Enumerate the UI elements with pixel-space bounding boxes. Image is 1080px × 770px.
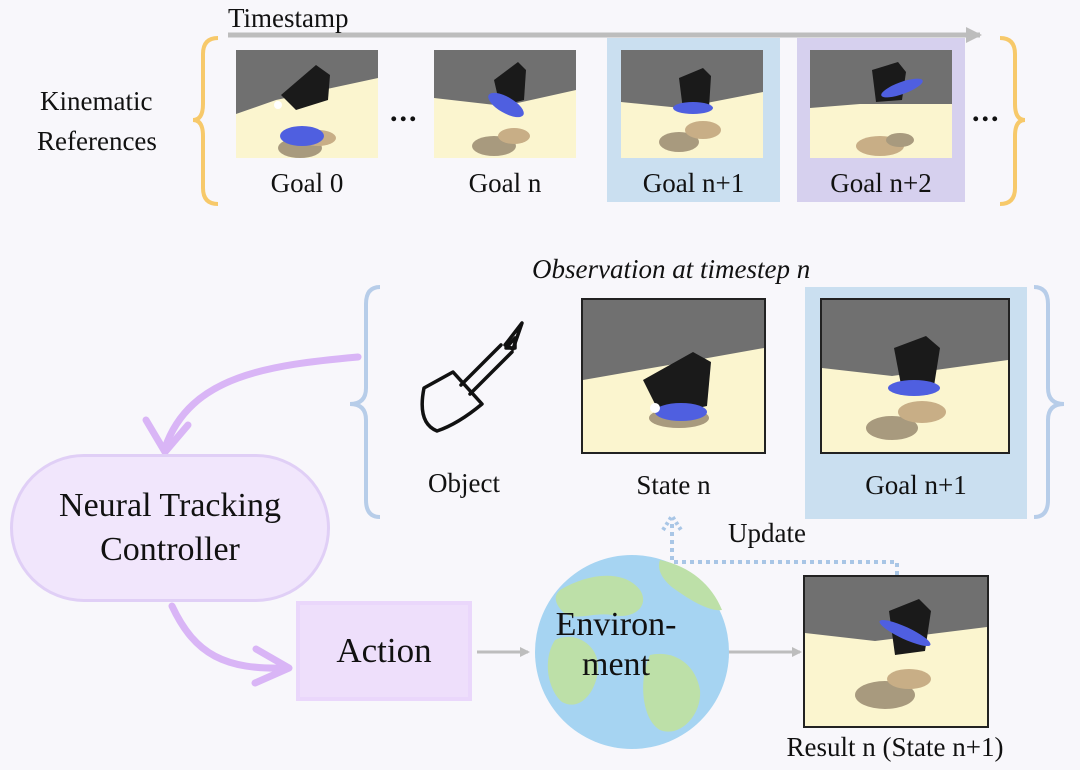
goal-0-frame bbox=[236, 50, 378, 158]
obs-goal-frame bbox=[820, 298, 1010, 454]
update-arrow bbox=[670, 522, 899, 575]
controller-line2: Controller bbox=[100, 531, 240, 568]
ellipsis-2: ... bbox=[972, 95, 1001, 128]
shovel-icon bbox=[420, 321, 524, 433]
update-label: Update bbox=[728, 518, 806, 548]
neural-tracking-controller: Neural Tracking Controller bbox=[10, 454, 330, 602]
observation-title: Observation at timestep n bbox=[532, 254, 811, 284]
goal-n-frame bbox=[434, 50, 576, 158]
result-label: Result n (State n+1) bbox=[786, 732, 1004, 762]
obs-goal-label: Goal n+1 bbox=[865, 470, 967, 500]
result-frame bbox=[803, 575, 989, 728]
row-label-line2: References bbox=[37, 126, 157, 156]
action-box: Action bbox=[296, 601, 472, 701]
state-n-frame bbox=[581, 298, 766, 454]
goal-n2-label: Goal n+2 bbox=[830, 168, 932, 198]
controller-to-action-arrow bbox=[168, 602, 291, 672]
environment-line2: ment bbox=[582, 646, 650, 684]
ellipsis-1: ... bbox=[390, 95, 419, 128]
controller-line1: Neural Tracking bbox=[59, 486, 281, 524]
earth-globe bbox=[535, 555, 729, 749]
goal-n2-frame bbox=[810, 50, 952, 158]
action-label: Action bbox=[336, 631, 432, 670]
object-label: Object bbox=[428, 468, 500, 498]
timestamp-label: Timestamp bbox=[228, 3, 349, 33]
environment-label: Environ- ment bbox=[536, 605, 696, 685]
goal-n1-frame bbox=[621, 50, 763, 158]
obs-to-controller-arrow bbox=[161, 353, 362, 452]
goal-n-label: Goal n bbox=[468, 168, 542, 198]
right-yellow-bracket bbox=[999, 36, 1026, 206]
row-label-line1: Kinematic bbox=[40, 86, 153, 116]
environment-line1: Environ- bbox=[555, 606, 677, 643]
goal-n1-label: Goal n+1 bbox=[642, 168, 745, 198]
right-blue-brace bbox=[1033, 285, 1065, 519]
left-yellow-bracket bbox=[192, 36, 219, 206]
goal-0-label: Goal 0 bbox=[270, 168, 344, 198]
left-blue-brace bbox=[349, 285, 381, 519]
state-n-label: State n bbox=[636, 470, 711, 500]
